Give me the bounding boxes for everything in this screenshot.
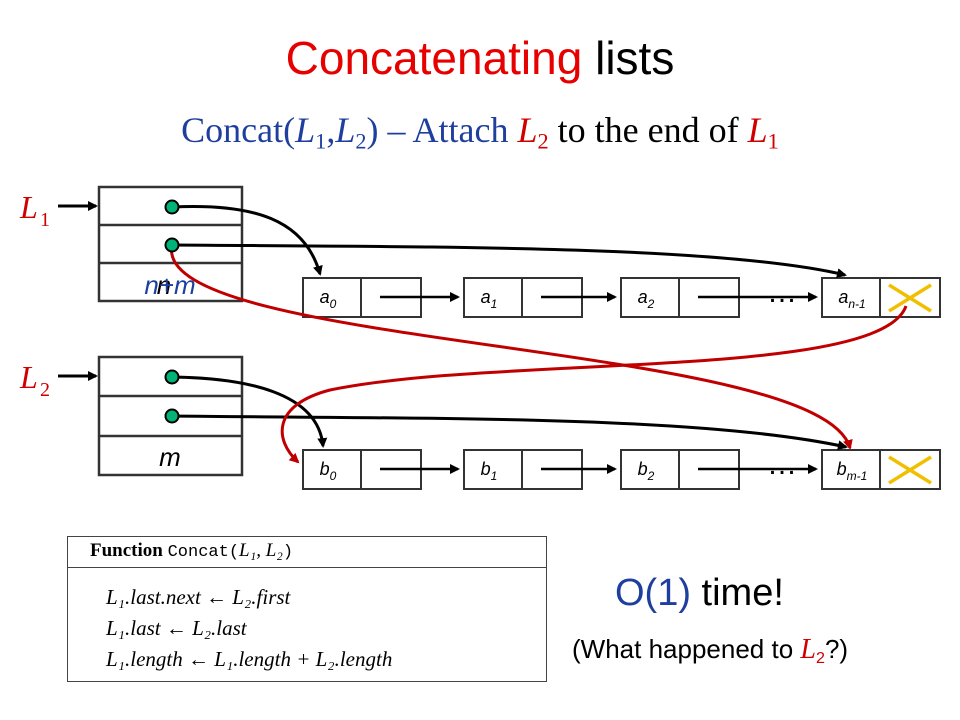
subtitle-end-l1-sub: 1 [767, 128, 779, 154]
l1-last-pointer-old [171, 243, 847, 278]
subtitle-prefix: Concat( [181, 110, 296, 150]
algorithm-line-1: L₁.last.next ← L₂.first [106, 585, 291, 609]
title-word-lists: lists [595, 32, 675, 84]
null-cross-a [888, 283, 932, 313]
list1-length-old: n [157, 270, 171, 300]
row-b-ellipsis: … [767, 448, 797, 481]
node-a0-label: a0 [320, 287, 337, 311]
function-name: Concat( [167, 543, 240, 562]
node-b1-label: b1 [481, 459, 498, 483]
l2-last-dot [164, 408, 180, 424]
question-l: L [800, 634, 816, 665]
list1-label-letter: L [19, 189, 38, 225]
question-prefix: (What happened to [572, 634, 801, 664]
function-close-paren: ) [282, 543, 294, 562]
algorithm-box: Function Concat(L₁, L₂) L₁.last.next ← L… [67, 536, 547, 682]
subtitle-comma: , [326, 110, 336, 150]
l2-first-dot [164, 369, 180, 385]
slide-title: Concatenating lists [0, 30, 960, 86]
l1-last-pointer-new [170, 244, 853, 450]
subtitle-mid: to the end of [557, 110, 748, 150]
title-word-concatenating: Concatenating [285, 32, 583, 84]
algorithm-header: Function Concat(L₁, L₂) [68, 537, 546, 568]
list2-label-sub: 2 [40, 379, 50, 401]
subtitle-attach-l2-sub: 2 [537, 128, 549, 154]
node-a1-label: a1 [481, 287, 498, 311]
question-sub: 2 [815, 648, 825, 667]
l2-last-pointer [171, 414, 848, 451]
list1-label: L 1 [19, 189, 50, 231]
subtitle-l1: L [295, 110, 316, 150]
node-an1-label: an-1 [838, 287, 865, 311]
list1-label-sub: 1 [40, 209, 50, 231]
null-cross-b [888, 455, 932, 485]
node-bm1-label: bm-1 [837, 459, 868, 483]
subtitle-attach-l2: L [517, 110, 538, 150]
complexity-rest: time! [691, 572, 784, 614]
algorithm-line-3: L₁.length ← L₁.length + L₂.length [106, 647, 393, 671]
row-a-ellipsis: … [767, 276, 797, 309]
an1-next-to-b0-pointer [280, 305, 908, 464]
list2-length: m [159, 442, 181, 472]
question-note: (What happened to L2?) [572, 632, 848, 667]
subtitle-end-l1: L [747, 110, 768, 150]
node-b0-label: b0 [320, 459, 337, 483]
question-suffix: ?) [824, 634, 849, 664]
l1-first-pointer [171, 204, 323, 276]
slide-subtitle: Concat(L1,L2) – Attach L2 to the end of … [0, 108, 960, 152]
l2-first-pointer [171, 375, 328, 448]
function-args: L₁, L₂ [239, 540, 283, 561]
complexity-note: O(1) time! [615, 570, 784, 616]
subtitle-l1-sub: 1 [315, 128, 327, 154]
complexity-big-o: O(1) [615, 572, 691, 614]
node-b2-label: b2 [638, 459, 655, 483]
subtitle-l2-sub: 2 [355, 128, 367, 154]
function-keyword: Function [90, 540, 163, 561]
l1-last-dot [164, 237, 180, 253]
list2-label-letter: L [19, 359, 38, 395]
subtitle-dash: ) – Attach [366, 110, 518, 150]
row-b-nodes: b0 b1 b2 bm-1 … [302, 448, 941, 490]
algorithm-line-2: L₁.last ← L₂.last [106, 616, 247, 640]
row-a-nodes: a0 a1 a2 an-1 … [302, 276, 941, 318]
subtitle-l2: L [335, 110, 356, 150]
l1-first-dot [164, 199, 180, 215]
node-a2-label: a2 [638, 287, 655, 311]
list2-label: L 2 [19, 359, 50, 401]
function-signature: Function Concat(L₁, L₂) [90, 540, 293, 562]
